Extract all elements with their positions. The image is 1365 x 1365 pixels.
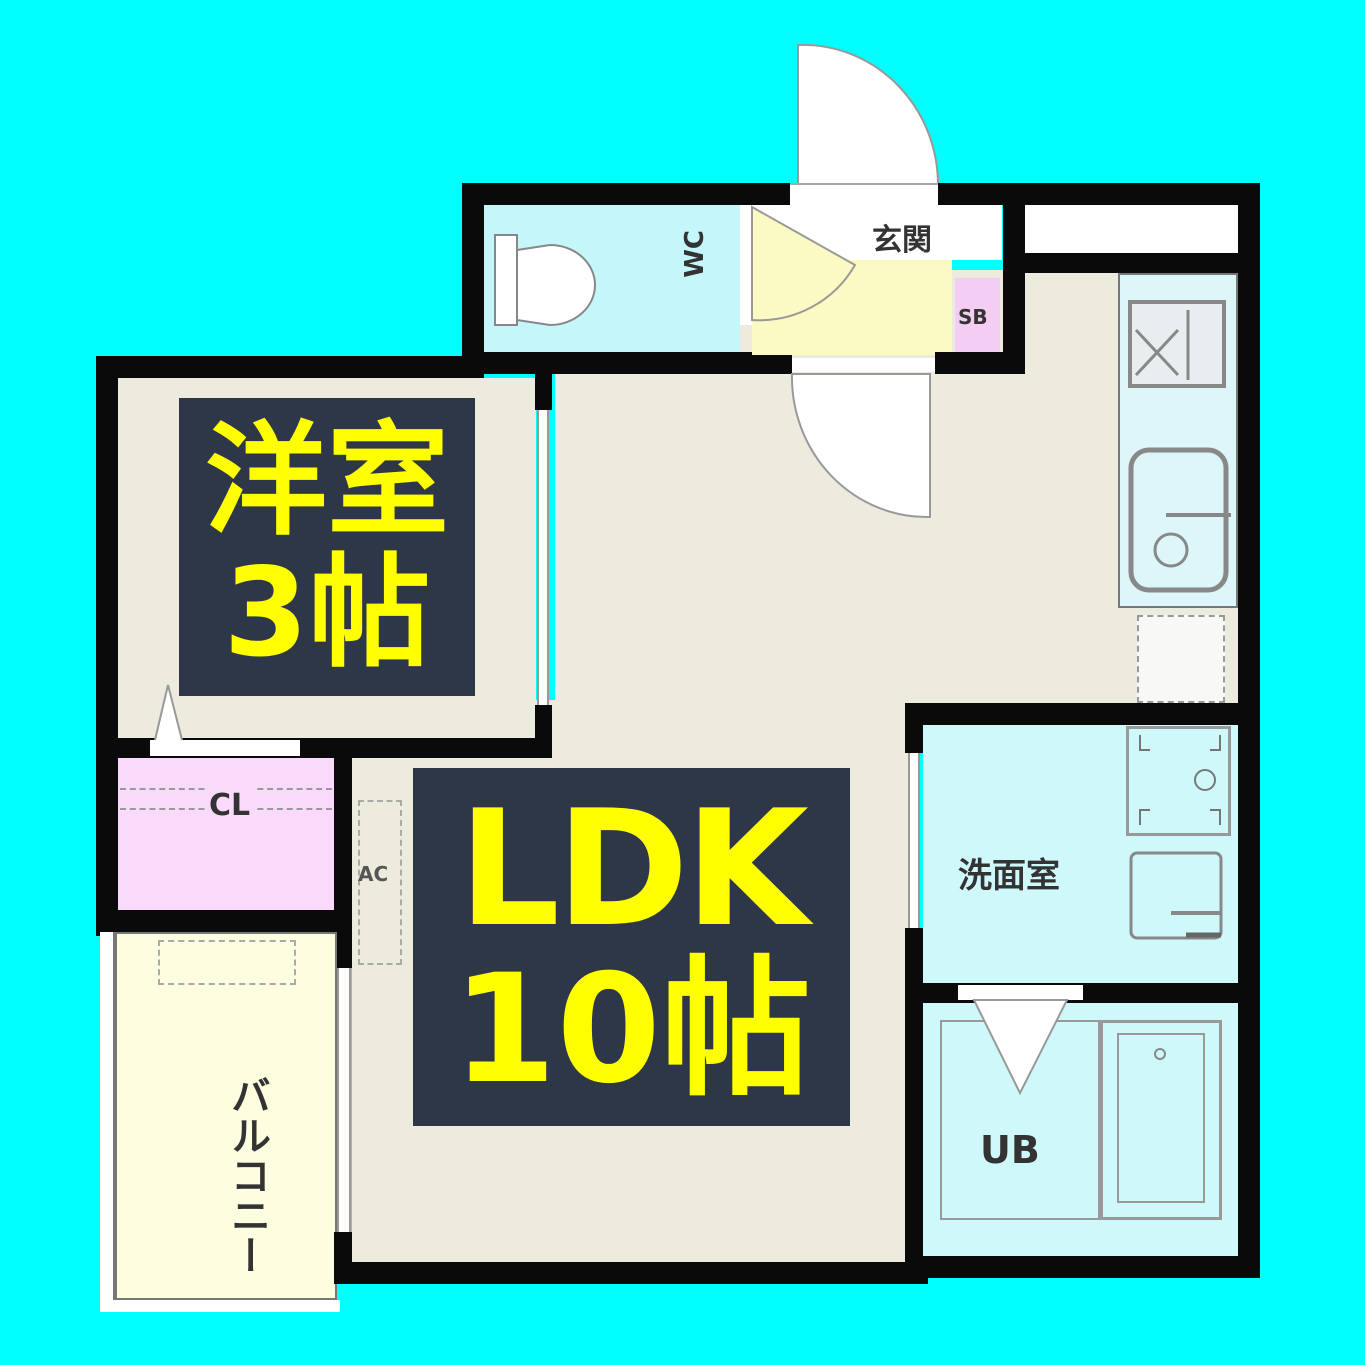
washing-machine-icon bbox=[1139, 735, 1221, 825]
wall-closet-bottom bbox=[96, 910, 352, 932]
bath-drain-icon bbox=[1154, 1048, 1166, 1060]
western-room-label: 洋室 3帖 bbox=[179, 398, 475, 696]
wall-washroom-top bbox=[905, 703, 1238, 725]
balcony-edge bbox=[100, 932, 115, 1312]
bathtub-inner bbox=[1117, 1033, 1205, 1203]
wash-basin-icon bbox=[1129, 851, 1223, 940]
air-conditioner-label: AC bbox=[358, 862, 389, 886]
wall-bottom bbox=[334, 1262, 928, 1284]
wall-balcony-right-bottom bbox=[334, 1232, 352, 1284]
unit-bath bbox=[923, 1003, 1238, 1256]
wall-wc-bottom bbox=[462, 352, 792, 374]
ldk-door-swing bbox=[790, 373, 931, 519]
unit-bath-label: UB bbox=[980, 1128, 1040, 1172]
shoe-box bbox=[955, 278, 1000, 356]
washroom-label: 洗面室 bbox=[958, 856, 1060, 896]
balcony-edge-bottom bbox=[100, 1300, 340, 1312]
closet-door bbox=[150, 740, 300, 756]
washing-machine-space bbox=[1126, 726, 1231, 836]
entrance-door-opening bbox=[790, 183, 938, 205]
ldk-label: LDK 10帖 bbox=[413, 768, 850, 1126]
ldk-name: LDK bbox=[458, 775, 809, 962]
balcony-label: バルコニー bbox=[224, 1075, 270, 1275]
refrigerator-space bbox=[1137, 615, 1225, 703]
bath-door-swing bbox=[972, 999, 1069, 1096]
upper-storage bbox=[1025, 205, 1238, 253]
wall-washroom-left-top bbox=[905, 703, 923, 753]
ldk-door-opening bbox=[792, 358, 935, 372]
bath-door bbox=[958, 985, 1083, 1000]
wall-entry-right bbox=[1003, 195, 1025, 373]
sink-icon bbox=[1128, 447, 1231, 593]
wall-washroom-left bbox=[905, 928, 923, 1278]
balcony bbox=[115, 932, 337, 1300]
wc-label: WC bbox=[680, 230, 710, 278]
bathtub bbox=[1100, 1020, 1222, 1220]
wall-right bbox=[1238, 183, 1260, 1278]
toilet-icon bbox=[494, 234, 596, 327]
closet-door-swing bbox=[154, 684, 183, 741]
entrance-label: 玄関 bbox=[872, 223, 932, 258]
closet bbox=[118, 758, 334, 910]
ldk-size: 10帖 bbox=[452, 943, 811, 1117]
stove-icon bbox=[1128, 300, 1226, 388]
outdoor-unit bbox=[158, 940, 296, 985]
balcony-sliding-door bbox=[337, 968, 351, 1233]
closet-label: CL bbox=[205, 788, 255, 823]
wall-upper-storage bbox=[1003, 253, 1238, 273]
wc-door bbox=[740, 205, 752, 325]
western-room-size: 3帖 bbox=[223, 542, 431, 684]
shoe-box-label: SB bbox=[958, 305, 988, 329]
air-conditioner bbox=[358, 800, 402, 965]
wall-left-mid bbox=[96, 356, 484, 378]
western-room-name: 洋室 bbox=[205, 410, 449, 552]
wc-door-swing bbox=[751, 205, 857, 322]
wall-bottom-right bbox=[910, 1256, 1260, 1278]
washroom-sliding-door bbox=[908, 753, 920, 928]
wall-entry-bottom bbox=[935, 352, 1025, 374]
wall-western-right-top bbox=[535, 365, 552, 410]
entrance-door-swing bbox=[797, 43, 940, 186]
wall-left bbox=[96, 356, 118, 936]
western-room-sliding-door bbox=[537, 410, 549, 705]
wall-upper-left bbox=[462, 183, 484, 373]
